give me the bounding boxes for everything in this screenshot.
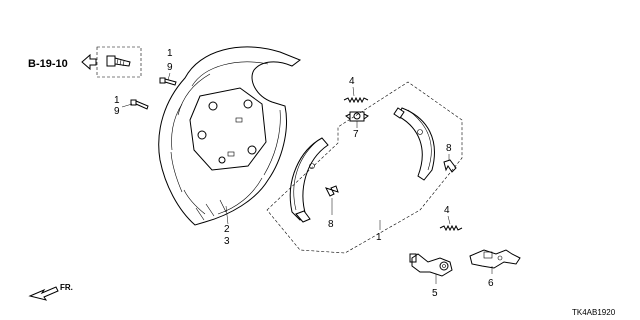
spring-bottom-icon [439,224,463,232]
callout-9-top: 9 [167,62,173,73]
bolt-detail [96,46,142,78]
callout-1-left: 1 [114,95,120,106]
callout-6: 6 [488,278,494,289]
brake-shoe-left [289,137,329,223]
bolt-icon [106,55,131,67]
clip-right-icon [443,159,457,173]
backing-plate [158,46,302,226]
screw-top-icon [159,77,177,86]
leader-4-bottom [447,215,451,225]
diagram-code: TK4AB1920 [572,308,616,317]
callout-8-left: 8 [328,219,334,230]
callout-4-bottom: 4 [444,205,450,216]
callout-3: 3 [224,236,230,247]
leader-4-top [352,86,355,97]
callout-1-top: 1 [167,48,173,59]
callout-2: 2 [224,224,230,235]
leader-9-top [167,72,171,81]
callout-7: 7 [353,129,359,140]
reference-arrow-group: B-19-10 [28,53,97,71]
reference-label: B-19-10 [28,58,68,70]
reference-arrow-icon [81,53,97,71]
spring-top-icon [343,96,369,104]
clip-left-icon [325,185,339,197]
lever-icon [409,253,453,277]
front-arrow-icon [28,286,59,301]
screw-left-icon [130,99,149,110]
callout-4-top: 4 [349,76,355,87]
front-label: FR. [60,283,73,292]
callout-9-left: 9 [114,106,120,117]
brake-shoe-right [393,107,435,181]
callout-8-right: 8 [446,143,452,154]
leader-9-left [121,103,133,108]
leader-2 [225,205,229,225]
hub-opening [189,87,267,171]
front-direction: FR. [28,283,73,301]
shoe-group-outline [266,81,463,254]
bolt-dashed-box [96,46,142,78]
strut-icon [469,249,521,269]
callout-5: 5 [432,288,438,299]
callout-1-shoes: 1 [376,232,382,243]
